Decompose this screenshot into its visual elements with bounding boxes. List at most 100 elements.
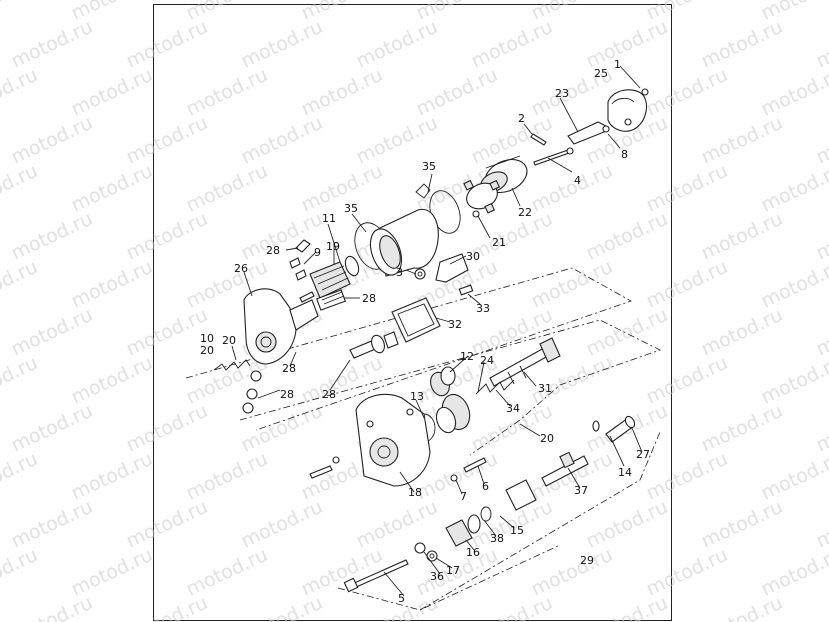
- callout-5: 5: [398, 592, 405, 605]
- callout-1: 1: [614, 58, 621, 71]
- watermark-text: motod.ru: [8, 304, 96, 361]
- callout-30: 30: [466, 250, 480, 263]
- watermark-text: motod.ru: [643, 544, 731, 601]
- callout-20-a: 20: [222, 334, 236, 347]
- watermark-text: motod.ru: [183, 160, 271, 217]
- terminal-30: [435, 253, 469, 283]
- leader-lines: [231, 65, 643, 597]
- group-outline-bottom: [419, 431, 661, 611]
- watermark-text: motod.ru: [413, 64, 501, 121]
- watermark-text: motod.ru: [238, 496, 326, 553]
- watermark-text: motod.ru: [68, 256, 156, 313]
- end-cover-25: [607, 88, 649, 132]
- watermark-text: motod.ru: [698, 592, 786, 622]
- pinion-shaft-31: [489, 337, 561, 387]
- watermark-text: motod.ru: [758, 352, 829, 409]
- watermark-text: motod.ru: [123, 208, 211, 265]
- callout-10: 10: [200, 332, 214, 345]
- callout-13: 13: [410, 390, 424, 403]
- washers-36-17: [414, 542, 438, 562]
- callout-28-left: 28: [280, 388, 294, 401]
- callout-labels: 1 25 23 2 8 4 35 22 35 11 21 28 9 19 30 …: [200, 58, 650, 605]
- watermark-text: motod.ru: [123, 496, 211, 553]
- watermark-text: motod.ru: [123, 400, 211, 457]
- screw-2: [530, 133, 547, 146]
- callout-27: 27: [636, 448, 650, 461]
- callout-19: 19: [326, 240, 340, 253]
- watermark-text: motod.ru: [238, 208, 326, 265]
- watermark-text: motod.ru: [813, 400, 829, 457]
- watermark-text: motod.ru: [583, 592, 671, 622]
- watermark-text: motod.ru: [758, 256, 829, 313]
- callout-29: 29: [580, 554, 594, 567]
- callout-6: 6: [482, 480, 489, 493]
- callout-34: 34: [506, 402, 520, 415]
- plunger: [349, 331, 399, 359]
- watermark-text: motod.ru: [68, 64, 156, 121]
- callout-21: 21: [492, 236, 506, 249]
- callout-7: 7: [460, 490, 467, 503]
- through-bolt-4: [533, 147, 574, 166]
- watermark-text: motod.ru: [698, 304, 786, 361]
- watermark-text: motod.ru: [353, 592, 441, 622]
- callout-22: 22: [518, 206, 532, 219]
- callout-35-upper: 35: [422, 160, 436, 173]
- watermark-text: motod.ru: [528, 544, 616, 601]
- watermark-text: motod.ru: [643, 352, 731, 409]
- bracket-23: [567, 121, 610, 145]
- brush-holder-21: [463, 179, 501, 218]
- watermark-text: motod.ru: [68, 352, 156, 409]
- callout-12: 12: [460, 350, 474, 363]
- watermark-text: motod.ru: [813, 208, 829, 265]
- callout-32: 32: [448, 318, 462, 331]
- gasket-32: [391, 297, 441, 343]
- watermark-text: motod.ru: [643, 64, 731, 121]
- watermark-text: motod.ru: [123, 112, 211, 169]
- watermark-text: motod.ru: [468, 208, 556, 265]
- drive-gear-13: [435, 393, 471, 434]
- callout-26: 26: [234, 262, 248, 275]
- callout-4: 4: [574, 174, 581, 187]
- watermark-text: motod.ru: [123, 304, 211, 361]
- watermark-text: motod.ru: [353, 16, 441, 73]
- spring-24: [475, 379, 515, 395]
- watermark-text: motod.ru: [238, 16, 326, 73]
- spring-20-left: [213, 359, 251, 371]
- callout-18: 18: [408, 486, 422, 499]
- watermark-text: motod.ru: [813, 592, 829, 622]
- watermark-text: motod.ru: [68, 160, 156, 217]
- watermark-text: motod.ru: [643, 256, 731, 313]
- watermark-text: motod.ru: [583, 16, 671, 73]
- watermark-text: motod.ru: [758, 544, 829, 601]
- brush-set-28: [316, 289, 346, 311]
- watermark-text: motod.ru: [8, 16, 96, 73]
- group-outline-upper: [185, 267, 632, 431]
- brush-28-top: [289, 239, 311, 281]
- callout-28-mid: 28: [282, 362, 296, 375]
- watermark-text: motod.ru: [0, 256, 41, 313]
- watermark-text: motod.ru: [583, 304, 671, 361]
- callout-3: 3: [396, 266, 403, 279]
- watermark-text: motod.ru: [298, 160, 386, 217]
- watermark-text: motod.ru: [583, 208, 671, 265]
- gear-housing-18: [355, 393, 431, 487]
- small-parts-28-left: [242, 370, 262, 414]
- watermark-text: motod.ru: [8, 592, 96, 622]
- watermark-text: motod.ru: [68, 544, 156, 601]
- watermark-text: motod.ru: [528, 256, 616, 313]
- watermark-text: motod.ru: [0, 160, 41, 217]
- watermark-text: motod.ru: [813, 304, 829, 361]
- watermark-text: motod.ru: [0, 448, 41, 505]
- watermark-text: motod.ru: [813, 112, 829, 169]
- callout-14: 14: [618, 466, 632, 479]
- callout-17: 17: [446, 564, 460, 577]
- drive-housing-26: [243, 288, 319, 365]
- watermark-text: motod.ru: [758, 448, 829, 505]
- gear-12: [430, 366, 456, 397]
- watermark-text: motod.ru: [298, 64, 386, 121]
- watermark-text: motod.ru: [238, 592, 326, 622]
- watermark-text: motod.ru: [698, 400, 786, 457]
- clutch-16: [445, 479, 537, 547]
- callout-33: 33: [476, 302, 490, 315]
